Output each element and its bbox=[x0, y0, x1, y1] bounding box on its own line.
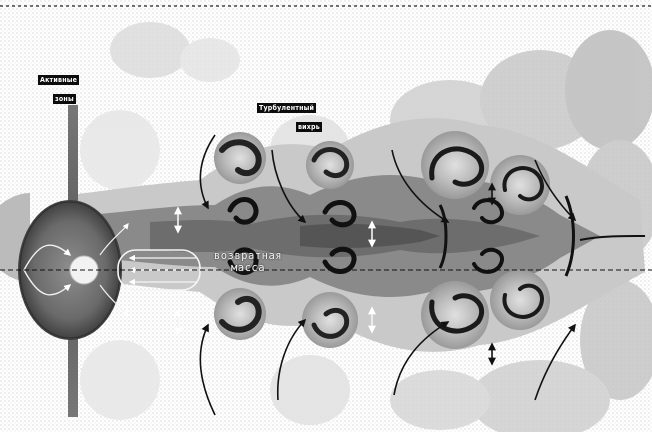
return-mass-line2: масса bbox=[198, 262, 298, 274]
label-turbulent-bottom: вихрь bbox=[296, 122, 322, 132]
return-mass-line1: возвратная bbox=[198, 250, 298, 262]
return-mass-label: возвратная масса bbox=[198, 250, 298, 274]
label-active-zones-bottom: зоны bbox=[53, 94, 76, 104]
label-turbulent-top: Турбулентный bbox=[257, 103, 316, 113]
label-active-zones-top: Активные bbox=[38, 75, 79, 85]
